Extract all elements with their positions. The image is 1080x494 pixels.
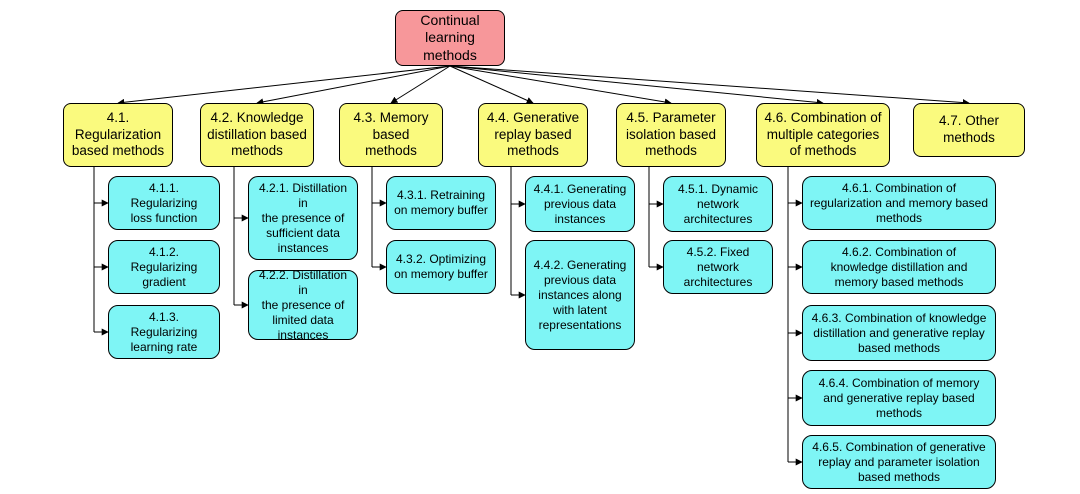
root-to-category-arrow	[390, 65, 451, 104]
subcategory-4-6-4: 4.6.4. Combination of memory and generat…	[802, 370, 996, 426]
category-label: 4.5. Parameter isolation based methods	[625, 109, 717, 159]
root-to-category-arrow	[449, 65, 672, 106]
category-label: 4.1. Regularization based methods	[71, 109, 165, 159]
subcategory-label: 4.6.5. Combination of generative replay …	[812, 439, 986, 484]
subcategory-4-4-2: 4.4.2. Generating previous data instance…	[525, 240, 635, 350]
subcategory-4-6-5: 4.6.5. Combination of generative replay …	[802, 435, 996, 489]
root-to-category-arrow	[449, 65, 534, 104]
subcategory-4-1-2: 4.1.2. Regularizing gradient	[108, 240, 220, 294]
root-node: Continual learning methods	[395, 10, 505, 66]
subcategory-4-2-1: 4.2.1. Distillation in the presence of s…	[248, 176, 358, 260]
subcategory-label: 4.1.3. Regularizing learning rate	[130, 309, 198, 354]
root-to-category-arrow	[117, 65, 451, 106]
subcategory-label: 4.5.1. Dynamic network architectures	[677, 181, 759, 226]
category-parameter-isolation: 4.5. Parameter isolation based methods	[616, 103, 726, 167]
subcategory-4-5-1: 4.5.1. Dynamic network architectures	[663, 176, 773, 232]
subcategory-4-6-1: 4.6.1. Combination of regularization and…	[802, 176, 996, 230]
category-memory: 4.3. Memory based methods	[339, 103, 443, 167]
subcategory-4-6-2: 4.6.2. Combination of knowledge distilla…	[802, 240, 996, 294]
category-label: 4.4. Generative replay based methods	[486, 109, 580, 159]
subcategory-4-1-3: 4.1.3. Regularizing learning rate	[108, 305, 220, 359]
subcategory-label: 4.4.1. Generating previous data instance…	[533, 181, 627, 226]
subcategory-label: 4.6.1. Combination of regularization and…	[809, 180, 989, 225]
root-to-category-arrow	[256, 65, 451, 106]
category-label: 4.7. Other methods	[938, 113, 1000, 145]
category-knowledge-distillation: 4.2. Knowledge distillation based method…	[200, 103, 314, 167]
subcategory-label: 4.6.2. Combination of knowledge distilla…	[830, 244, 968, 289]
root-to-category-arrow	[449, 65, 824, 106]
subcategory-4-6-3: 4.6.3. Combination of knowledge distilla…	[802, 305, 996, 361]
category-label: 4.3. Memory based methods	[353, 109, 429, 159]
subcategory-label: 4.4.2. Generating previous data instance…	[533, 257, 627, 332]
subcategory-label: 4.6.4. Combination of memory and generat…	[818, 375, 980, 420]
category-regularization: 4.1. Regularization based methods	[63, 103, 173, 167]
subcategory-label: 4.3.2. Optimizing on memory buffer	[394, 252, 488, 281]
category-combination: 4.6. Combination of multiple categories …	[756, 103, 890, 167]
subcategory-4-5-2: 4.5.2. Fixed network architectures	[663, 240, 773, 294]
subcategory-4-1-1: 4.1.1. Regularizing loss function	[108, 176, 220, 230]
root-label: Continual learning methods	[420, 11, 480, 63]
subcategory-4-2-2: 4.2.2. Distillation in the presence of l…	[248, 267, 358, 342]
category-label: 4.6. Combination of multiple categories …	[764, 109, 882, 159]
subcategory-label: 4.1.2. Regularizing gradient	[130, 244, 198, 289]
subcategory-4-3-2: 4.3.2. Optimizing on memory buffer	[386, 240, 496, 294]
subcategory-label: 4.2.1. Distillation in the presence of s…	[258, 180, 348, 255]
category-generative-replay: 4.4. Generative replay based methods	[478, 103, 588, 167]
subcategory-label: 4.6.3. Combination of knowledge distilla…	[811, 310, 987, 355]
category-label: 4.2. Knowledge distillation based method…	[207, 109, 307, 159]
root-to-category-arrow	[449, 65, 970, 107]
subcategory-label: 4.5.2. Fixed network architectures	[683, 244, 753, 289]
subcategory-4-3-1: 4.3.1. Retraining on memory buffer	[386, 176, 496, 230]
subcategory-label: 4.1.1. Regularizing loss function	[130, 180, 198, 225]
subcategory-label: 4.3.1. Retraining on memory buffer	[394, 188, 488, 217]
subcategory-label: 4.2.2. Distillation in the presence of l…	[258, 267, 348, 342]
subcategory-4-4-1: 4.4.1. Generating previous data instance…	[525, 176, 635, 232]
category-other: 4.7. Other methods	[913, 103, 1025, 157]
